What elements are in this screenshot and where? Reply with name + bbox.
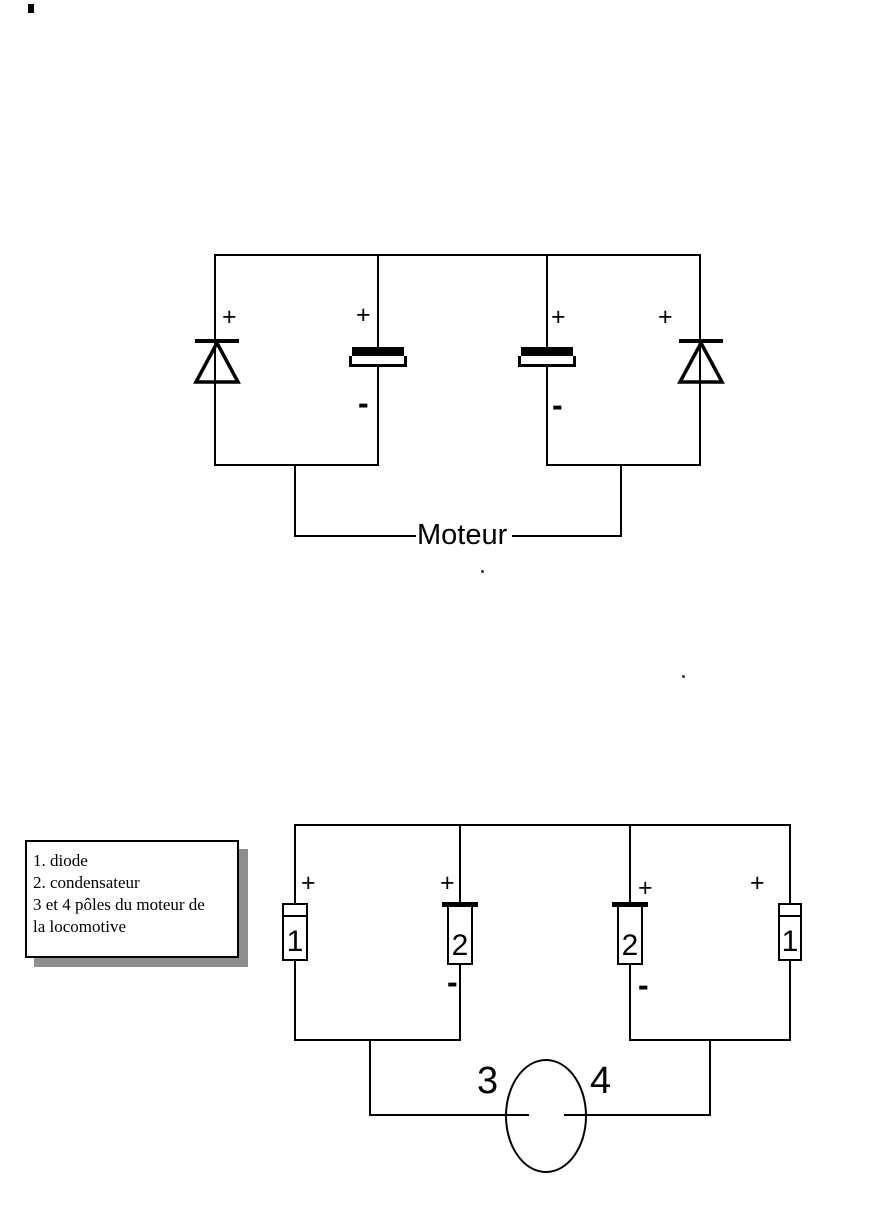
right-diode-branch-wire [699, 255, 701, 465]
capacitor2-top-plate [521, 347, 573, 356]
capacitor1-top-plate [352, 347, 404, 356]
box2-plus-label: + [440, 869, 455, 897]
cap1-branch-wire-bottom [377, 366, 379, 465]
box4-plus-label: + [750, 869, 765, 897]
box4-plate-line [780, 915, 800, 917]
bottom-left-join-wire [214, 464, 379, 466]
cap1-plus-label: + [356, 301, 371, 329]
box3-branch-wire-bottom [629, 965, 631, 1041]
bottom-bus-wire [294, 824, 791, 826]
box4-branch-wire-bottom [789, 961, 791, 1041]
bottom-left-join-wire2 [294, 1039, 461, 1041]
box1-branch-wire-top [294, 825, 296, 904]
scan-speck [481, 570, 484, 573]
motor2-left-drop-wire [369, 1040, 371, 1116]
cap1-branch-wire-top [377, 255, 379, 348]
left-diode-plus-label: + [222, 303, 237, 331]
motor-right-drop-wire [620, 465, 622, 536]
motor-pole-4-label: 4 [590, 1060, 612, 1102]
component-box-diode-2: 1 [778, 903, 802, 961]
legend-line: la locomotive [33, 917, 127, 936]
motor-circle [505, 1059, 587, 1173]
box2-branch-wire-top [459, 825, 461, 905]
cap2-branch-wire-bottom [546, 366, 548, 465]
bottom-right-join-wire [546, 464, 701, 466]
motor-pole-3-label: 3 [477, 1060, 499, 1102]
box1-plate-line [284, 915, 306, 917]
scan-speck [682, 675, 685, 678]
cap2-minus-label: - [552, 387, 563, 423]
motor2-right-drop-wire [709, 1040, 711, 1115]
legend-line: 2. condensateur [33, 873, 140, 892]
top-bus-wire [214, 254, 701, 256]
motor2-right-lead-wire [564, 1114, 711, 1116]
box3-minus-label: - [638, 967, 649, 1003]
cap2-plus-label: + [551, 303, 566, 331]
box2-branch-wire-bottom [459, 965, 461, 1041]
box1-branch-wire-bottom [294, 961, 296, 1041]
capacitor2-bottom-plate [518, 356, 576, 367]
box3-plate-bar [612, 902, 648, 907]
component-box-capacitor-2: 2 [617, 905, 643, 965]
scan-artifact [28, 4, 34, 13]
component-box-diode-1: 1 [282, 903, 308, 961]
cap2-branch-wire-top [546, 255, 548, 348]
motor-right-lead-wire [512, 535, 622, 537]
diode-symbol-left [193, 339, 241, 384]
box2-minus-label: - [447, 964, 458, 1000]
left-diode-branch-wire [214, 255, 216, 465]
motor-label: Moteur [417, 519, 508, 551]
capacitor1-bottom-plate [349, 356, 407, 367]
legend-line: 3 et 4 pôles du moteur de [33, 895, 205, 914]
motor-left-drop-wire [294, 465, 296, 537]
legend-box: 1. diode 2. condensateur 3 et 4 pôles du… [25, 840, 239, 958]
box3-plus-label: + [638, 874, 653, 902]
box3-branch-wire-top [629, 825, 631, 905]
cap1-minus-label: - [358, 385, 369, 421]
box4-branch-wire-top [789, 825, 791, 904]
box2-plate-bar [442, 902, 478, 907]
legend-line: 1. diode [33, 851, 88, 870]
right-diode-plus-label: + [658, 303, 673, 331]
component-box-capacitor-1: 2 [447, 905, 473, 965]
motor2-left-lead-wire [369, 1114, 529, 1116]
diode-symbol-right [677, 339, 725, 384]
motor-left-lead-wire [294, 535, 416, 537]
box1-plus-label: + [301, 869, 316, 897]
